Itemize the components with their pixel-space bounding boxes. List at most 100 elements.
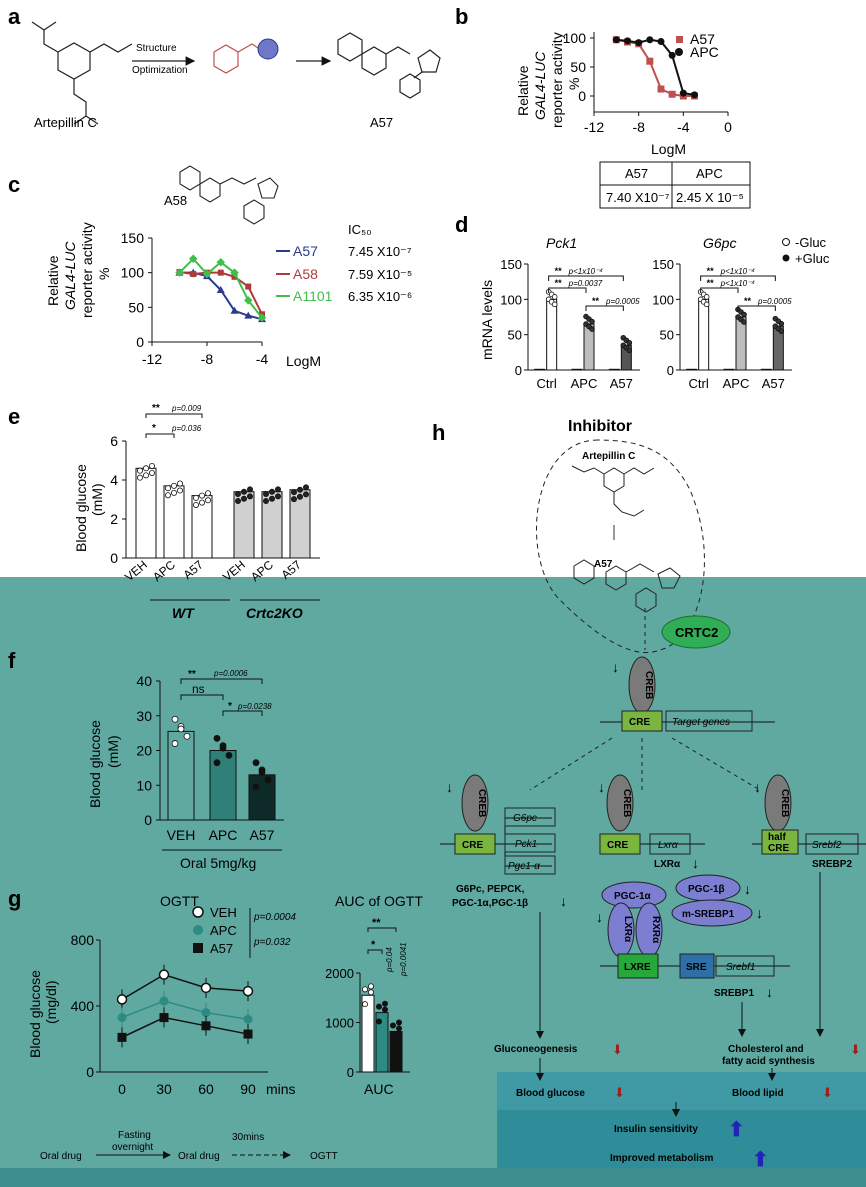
e-x-tick-label: VEH	[220, 558, 248, 585]
e-point	[176, 480, 183, 487]
auc-stars-1: *	[371, 939, 376, 951]
b-point-APC	[612, 36, 620, 44]
e-point	[274, 486, 281, 493]
g-ylabel-2: (mg/dl)	[43, 980, 59, 1024]
r1-group-circle	[257, 38, 279, 60]
f-x-tick-label: A57	[250, 827, 275, 843]
d-bar--Gluc	[571, 368, 583, 371]
c-point-A1101	[257, 313, 267, 322]
d-legend-minus: -Gluc	[795, 235, 827, 250]
b-table-h1: A57	[625, 166, 648, 181]
h-cre-central-label: CRE	[629, 717, 650, 728]
b-table-v1: 7.40 X10⁻⁷	[606, 190, 670, 205]
panel-label-b: b	[455, 4, 468, 29]
h-gene-pck1: Pck1	[515, 839, 537, 850]
auc-point	[361, 1001, 368, 1008]
h-target-genes-box	[665, 710, 753, 732]
f-stat-3: p=0.0006	[213, 669, 248, 678]
prenyl-bottom	[73, 79, 99, 125]
f-point	[171, 715, 179, 723]
b-x-tick-label: 0	[724, 119, 732, 135]
h-down-arrow-pgc1b: ↓	[744, 881, 751, 897]
e-point	[268, 495, 275, 502]
c-legend-a57-ic50: 7.45 X10⁻⁷	[348, 244, 412, 259]
e-stars-1: *	[152, 423, 156, 434]
h-gene-g6pc: G6pc	[513, 813, 537, 824]
e-ylabel-2: (mM)	[89, 483, 105, 516]
d-x-tick-label: APC	[571, 376, 598, 391]
f-y-tick-label: 0	[144, 812, 152, 828]
d-bar-+Gluc	[698, 298, 710, 371]
h-half-cre-label: CRE	[768, 843, 789, 854]
d-bar-+Gluc	[546, 298, 558, 371]
d-point	[741, 319, 747, 325]
d-point	[703, 294, 710, 300]
f-ylabel-2: (mM)	[105, 735, 121, 768]
auc-stars-2: **	[372, 917, 381, 929]
h-up-arrow-metabolism: ⬆	[752, 1149, 769, 1171]
d-bracket	[548, 275, 624, 281]
h-creb-central-label: CREB	[643, 671, 654, 699]
h-down-arrow-central: ↓	[612, 659, 619, 675]
auc-stat-2: p=0.0041	[399, 942, 408, 977]
c-y-tick-label: 0	[136, 334, 144, 350]
d-stars: **	[744, 296, 752, 306]
panel-f-ylabel: Blood glucose (mM)	[87, 720, 121, 808]
c-legend: A57 7.45 X10⁻⁷ A58 7.59 X10⁻⁵ A1101 6.35…	[276, 243, 412, 304]
b-point-APC	[635, 39, 643, 47]
c-point-A1101	[244, 296, 253, 305]
d-y-tick-label: 150	[652, 257, 674, 272]
c-compound-label: A58	[164, 193, 187, 208]
b-ylabel-4: %	[566, 78, 582, 90]
h-pgc1a-oval	[601, 881, 667, 909]
e-x-tick-label: A57	[181, 557, 207, 582]
optimization-label: Optimization	[132, 65, 188, 76]
panel-label-d: d	[455, 212, 468, 237]
g-point-A57	[201, 1021, 211, 1031]
panel-g-ylabel: Blood glucose (mg/dl)	[27, 970, 59, 1058]
h-down-arrow-blood-lipid: ⬇	[822, 1085, 833, 1100]
f-y-tick-label: 10	[136, 777, 152, 793]
d-point	[589, 318, 595, 325]
g-stat-2: p=0.032	[253, 937, 291, 948]
b-y-tick-label: 50	[570, 59, 586, 75]
h-crtc2-label: CRTC2	[675, 625, 718, 640]
h-lxre-box	[617, 953, 659, 979]
auc-point	[367, 983, 374, 990]
h-half-label: half	[768, 832, 786, 843]
g-stat-1: p=0.0004	[253, 912, 296, 923]
d-stat: p=0.0005	[757, 297, 792, 306]
h-branch-lines	[529, 737, 761, 791]
g-y-tick-label: 400	[71, 998, 95, 1014]
h-blood-glucose: Blood glucose	[516, 1088, 585, 1099]
f-bar	[209, 750, 237, 821]
panel-b-ylabel: Relative GAL4-LUC reporter activity %	[515, 32, 582, 128]
h-artepillin-label: Artepillin C	[582, 451, 635, 462]
g-y-tick-label: 0	[86, 1064, 94, 1080]
b-xlabel: LogM	[651, 141, 686, 157]
e-point	[262, 498, 269, 505]
c-curve-A58	[179, 270, 263, 315]
e-y-tick-label: 4	[110, 472, 118, 488]
f-bracket-3	[180, 678, 263, 684]
b-y-tick-label: 0	[578, 88, 586, 104]
g-legend-a57: A57	[210, 941, 233, 956]
g-x-tick-label: 60	[198, 1081, 214, 1097]
b-point-A57	[668, 90, 676, 98]
b-legend-apc: APC	[690, 44, 719, 60]
protocol-overnight: overnight	[112, 1142, 153, 1153]
auc-bar	[389, 1030, 403, 1073]
h-down-arrow-left: ↓	[446, 779, 453, 795]
d-stat: p<1x10⁻⁴	[720, 279, 756, 288]
d-y-tick-label: 0	[515, 363, 522, 378]
c-point-A57	[244, 311, 253, 319]
f-point	[171, 740, 179, 747]
d-bracket	[548, 287, 587, 293]
d-point	[626, 339, 633, 346]
c-legend-a1101: A1101	[293, 288, 333, 304]
d-stars: **	[707, 266, 715, 276]
h-inhibitor-title: Inhibitor	[568, 418, 632, 435]
g-title-auc: AUC of OGTT	[335, 893, 423, 909]
e-bar	[135, 467, 157, 559]
